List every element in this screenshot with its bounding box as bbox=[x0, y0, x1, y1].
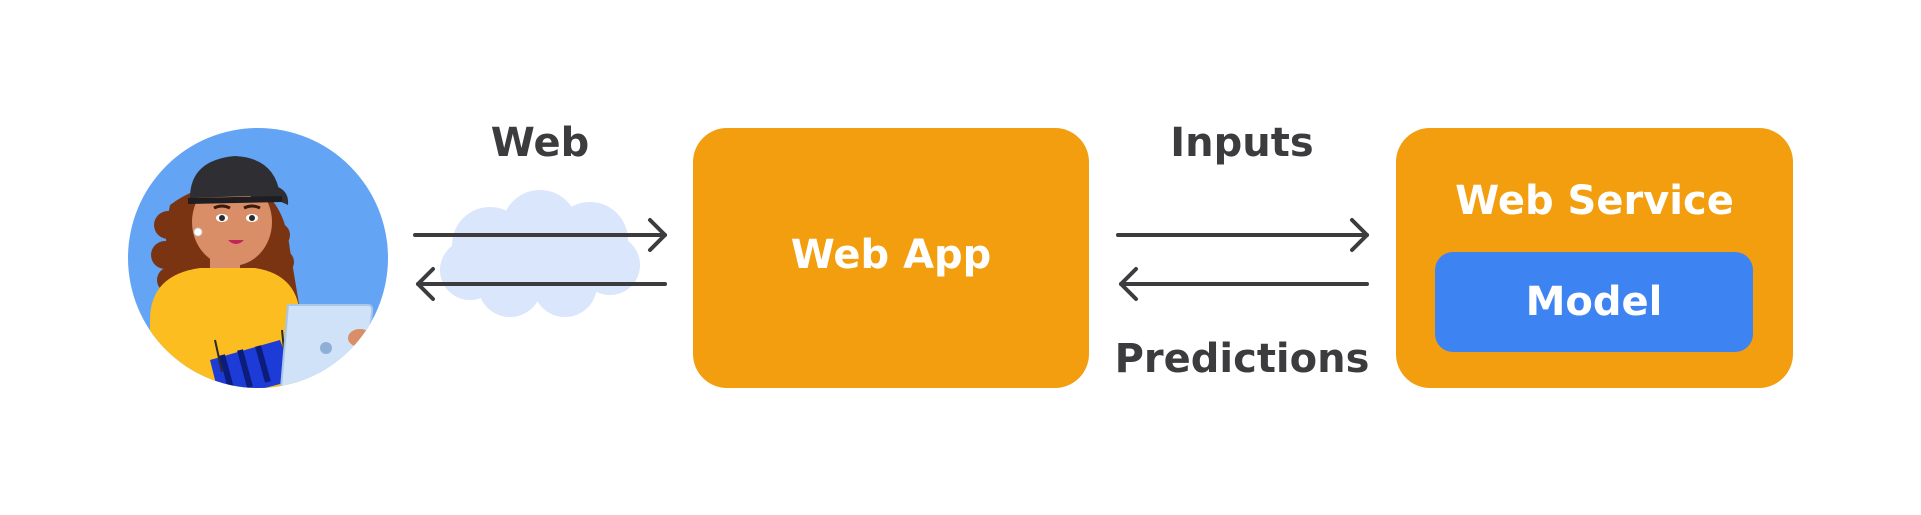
arrow-left-predictions bbox=[1119, 267, 1369, 301]
web-app-node: Web App bbox=[693, 128, 1089, 388]
edge-label-inputs: Inputs bbox=[1170, 120, 1314, 166]
arrow-left-webapp-to-user bbox=[416, 267, 667, 301]
arrow-right-inputs bbox=[1116, 218, 1369, 252]
model-node: Model bbox=[1435, 252, 1753, 352]
arrow-right-user-to-webapp bbox=[413, 218, 667, 252]
web-app-title: Web App bbox=[790, 232, 992, 278]
person-with-laptop-icon bbox=[150, 156, 374, 388]
web-service-node: Web Service Model bbox=[1396, 128, 1793, 388]
web-service-title: Web Service bbox=[1455, 178, 1734, 224]
edge-label-predictions: Predictions bbox=[1114, 336, 1370, 382]
edge-label-web: Web bbox=[490, 120, 590, 166]
